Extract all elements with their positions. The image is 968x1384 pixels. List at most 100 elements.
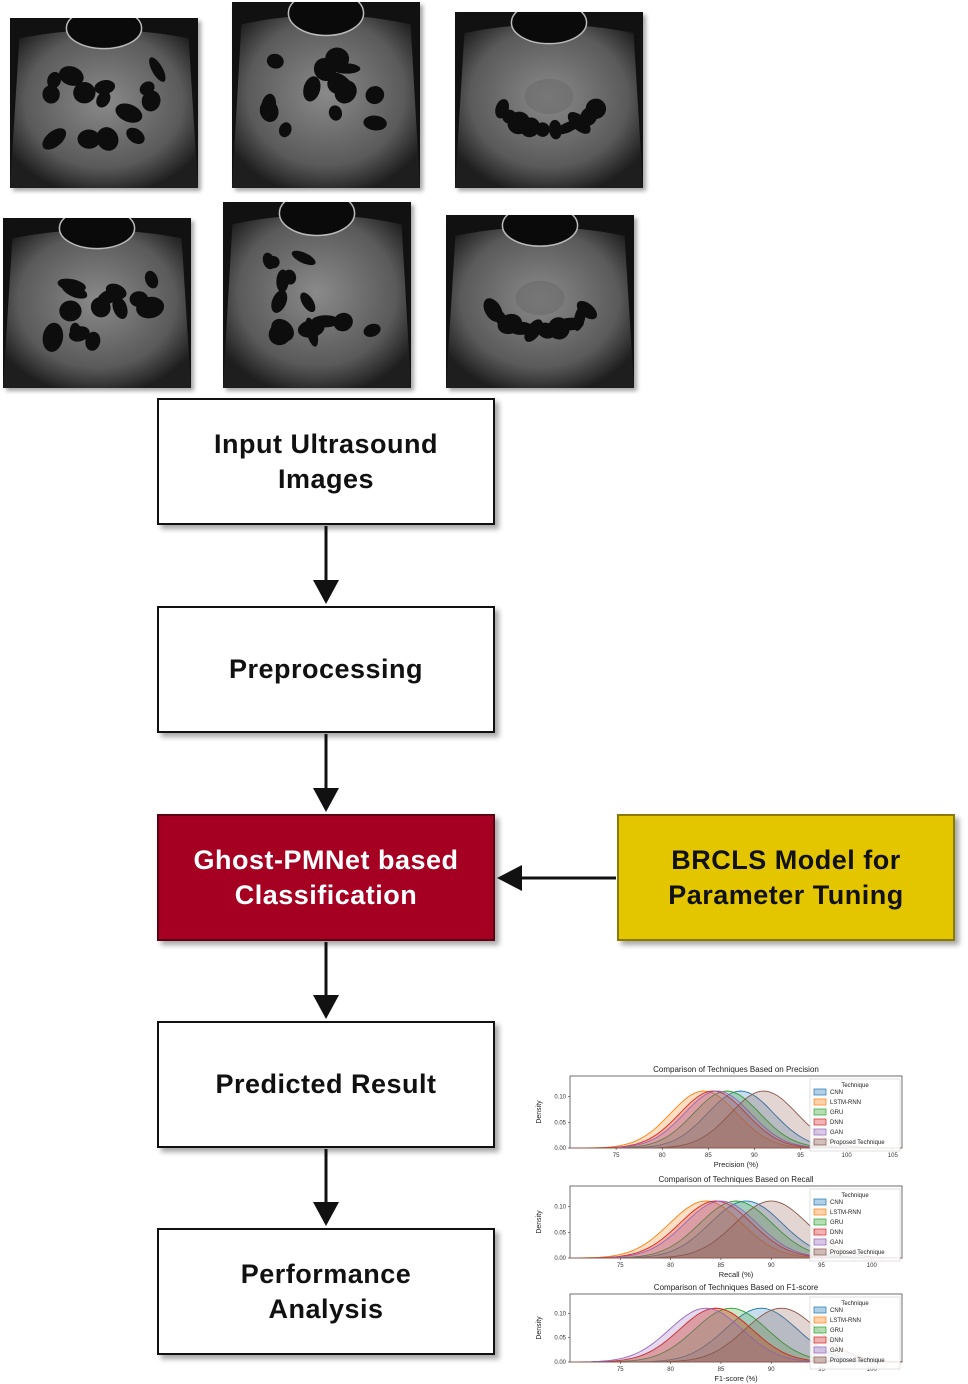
legend-swatch (813, 1198, 827, 1206)
legend-swatch (813, 1108, 827, 1116)
x-tick-label: 100 (867, 1263, 878, 1269)
ultrasound-image-2 (232, 2, 420, 188)
legend-swatch (813, 1128, 827, 1136)
legend-label: GAN (830, 1240, 843, 1246)
chart-title: Comparison of Techniques Based on Precis… (653, 1065, 819, 1074)
legend-swatch (813, 1228, 827, 1236)
preprocessing-box: Preprocessing (157, 606, 495, 733)
y-tick-label: 0.10 (554, 1095, 566, 1101)
y-axis-label: Density (536, 1316, 543, 1340)
ultrasound-scan-graphic (232, 2, 420, 188)
x-tick-label: 105 (888, 1153, 899, 1159)
input-box-label: Input Ultrasound Images (214, 428, 438, 494)
legend-swatch (813, 1316, 827, 1324)
recall-density-chart: Comparison of Techniques Based on Recall… (536, 1175, 903, 1279)
predicted-result-box: Predicted Result (157, 1021, 495, 1148)
performance-analysis-box: Performance Analysis (157, 1228, 495, 1355)
ultrasound-image-5 (223, 202, 411, 388)
f1-score-density-chart: Comparison of Techniques Based on F1-sco… (536, 1283, 903, 1383)
ultrasound-image-3 (455, 12, 643, 188)
legend-swatch (813, 1088, 827, 1096)
ultrasound-scan-graphic (10, 18, 198, 188)
legend-swatch (813, 1306, 827, 1314)
y-tick-label: 0.05 (554, 1230, 566, 1236)
x-tick-label: 75 (617, 1367, 624, 1373)
legend-swatch (813, 1208, 827, 1216)
ultrasound-image-4 (3, 218, 191, 388)
classification-box-label: Ghost-PMNet based Classification (193, 844, 459, 910)
ultrasound-scan-graphic (3, 218, 191, 388)
x-axis-label: F1-score (%) (714, 1374, 758, 1383)
y-tick-label: 0.10 (554, 1311, 566, 1317)
legend-swatch (813, 1238, 827, 1246)
x-tick-label: 95 (818, 1263, 825, 1269)
x-tick-label: 85 (718, 1263, 725, 1269)
ultrasound-scan-graphic (223, 202, 411, 388)
y-tick-label: 0.00 (554, 1146, 566, 1152)
y-axis-label: Density (536, 1100, 543, 1124)
ultrasound-image-6 (446, 215, 634, 388)
legend-label: Proposed Technique (830, 1140, 885, 1146)
classification-box: Ghost-PMNet based Classification (157, 814, 495, 941)
precision-density-chart: Comparison of Techniques Based on Precis… (536, 1065, 903, 1169)
legend-label: CNN (830, 1090, 843, 1096)
x-tick-label: 90 (768, 1367, 775, 1373)
legend-title: Technique (841, 1193, 869, 1199)
legend-swatch (813, 1138, 827, 1146)
legend-label: GRU (830, 1328, 843, 1334)
legend-label: Proposed Technique (830, 1250, 885, 1256)
legend-swatch (813, 1248, 827, 1256)
legend-swatch (813, 1098, 827, 1106)
legend-swatch (813, 1346, 827, 1354)
x-tick-label: 75 (613, 1153, 620, 1159)
y-axis-label: Density (536, 1210, 543, 1234)
legend-label: LSTM-RNN (830, 1210, 861, 1216)
predicted-box-label: Predicted Result (215, 1069, 437, 1099)
ultrasound-scan-graphic (455, 12, 643, 188)
y-tick-label: 0.00 (554, 1256, 566, 1262)
x-tick-label: 100 (842, 1153, 853, 1159)
legend-label: GAN (830, 1348, 843, 1354)
x-tick-label: 95 (797, 1153, 804, 1159)
y-tick-label: 0.00 (554, 1360, 566, 1366)
y-tick-label: 0.05 (554, 1120, 566, 1126)
x-tick-label: 80 (659, 1153, 666, 1159)
legend-label: Proposed Technique (830, 1358, 885, 1364)
input-ultrasound-images-box: Input Ultrasound Images (157, 398, 495, 525)
legend-label: DNN (830, 1338, 843, 1344)
x-tick-label: 100 (867, 1367, 878, 1373)
legend-swatch (813, 1118, 827, 1126)
legend-label: CNN (830, 1200, 843, 1206)
legend-label: CNN (830, 1308, 843, 1314)
ultrasound-scan-graphic (446, 215, 634, 388)
x-tick-label: 85 (718, 1367, 725, 1373)
performance-box-label: Performance Analysis (240, 1258, 412, 1324)
legend-label: GRU (830, 1220, 843, 1226)
legend-swatch (813, 1356, 827, 1364)
x-tick-label: 90 (768, 1263, 775, 1269)
chart-title: Comparison of Techniques Based on Recall (658, 1175, 813, 1184)
legend-title: Technique (841, 1083, 869, 1089)
chart-title: Comparison of Techniques Based on F1-sco… (654, 1283, 819, 1292)
x-tick-label: 90 (751, 1153, 758, 1159)
x-tick-label: 85 (705, 1153, 712, 1159)
x-tick-label: 80 (667, 1263, 674, 1269)
parameter-tuning-box: BRCLS Model for Parameter Tuning (617, 814, 955, 941)
legend-label: GAN (830, 1130, 843, 1136)
ultrasound-image-1 (10, 18, 198, 188)
legend-label: GRU (830, 1110, 843, 1116)
y-tick-label: 0.05 (554, 1336, 566, 1342)
x-tick-label: 80 (667, 1367, 674, 1373)
x-tick-label: 75 (617, 1263, 624, 1269)
legend-label: LSTM-RNN (830, 1100, 861, 1106)
legend-label: DNN (830, 1120, 843, 1126)
legend-title: Technique (841, 1301, 869, 1307)
x-tick-label: 95 (818, 1367, 825, 1373)
legend-swatch (813, 1336, 827, 1344)
x-axis-label: Recall (%) (719, 1270, 754, 1279)
legend-label: DNN (830, 1230, 843, 1236)
legend-label: LSTM-RNN (830, 1318, 861, 1324)
y-tick-label: 0.10 (554, 1205, 566, 1211)
tuning-box-label: BRCLS Model for Parameter Tuning (668, 844, 904, 910)
x-axis-label: Precision (%) (714, 1160, 759, 1169)
